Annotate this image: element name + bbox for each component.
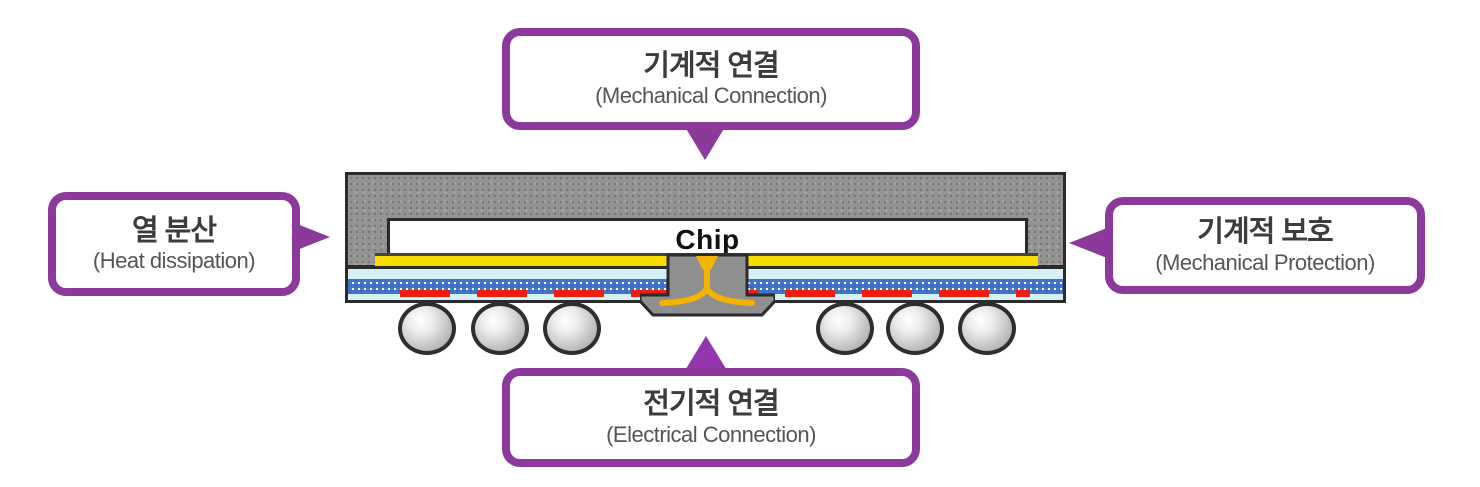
solder-ball xyxy=(958,302,1016,355)
solder-ball xyxy=(471,302,529,355)
callout-subtitle-en: (Electrical Connection) xyxy=(606,421,816,447)
solder-ball xyxy=(886,302,944,355)
callout-tail-bottom xyxy=(684,336,728,372)
chip-label: Chip xyxy=(675,224,740,255)
callout-subtitle-en: (Mechanical Protection) xyxy=(1155,249,1375,275)
callout-tail-right xyxy=(1069,228,1107,258)
callout-title-ko: 기계적 보호 xyxy=(1197,216,1333,249)
callout-subtitle-en: (Mechanical Connection) xyxy=(595,83,827,109)
chip-die: Chip xyxy=(387,218,1028,258)
callout-electrical-connection: 전기적 연결 (Electrical Connection) xyxy=(502,368,920,467)
callout-mechanical-protection: 기계적 보호 (Mechanical Protection) xyxy=(1105,197,1425,294)
chip-package-cross-section: Chip xyxy=(345,172,1066,357)
callout-subtitle-en: (Heat dissipation) xyxy=(92,248,256,274)
solder-ball xyxy=(398,302,456,355)
callout-title-ko: 열 분산 xyxy=(131,214,217,247)
wire-bond-window xyxy=(640,253,775,317)
solder-ball xyxy=(816,302,874,355)
solder-ball xyxy=(543,302,601,355)
callout-mechanical-connection: 기계적 연결 (Mechanical Connection) xyxy=(502,28,920,130)
callout-title-ko: 기계적 연결 xyxy=(643,49,779,82)
callout-title-ko: 전기적 연결 xyxy=(643,388,779,421)
callout-heat-dissipation: 열 분산 (Heat dissipation) xyxy=(48,192,300,296)
wire-bond-right xyxy=(704,262,755,306)
